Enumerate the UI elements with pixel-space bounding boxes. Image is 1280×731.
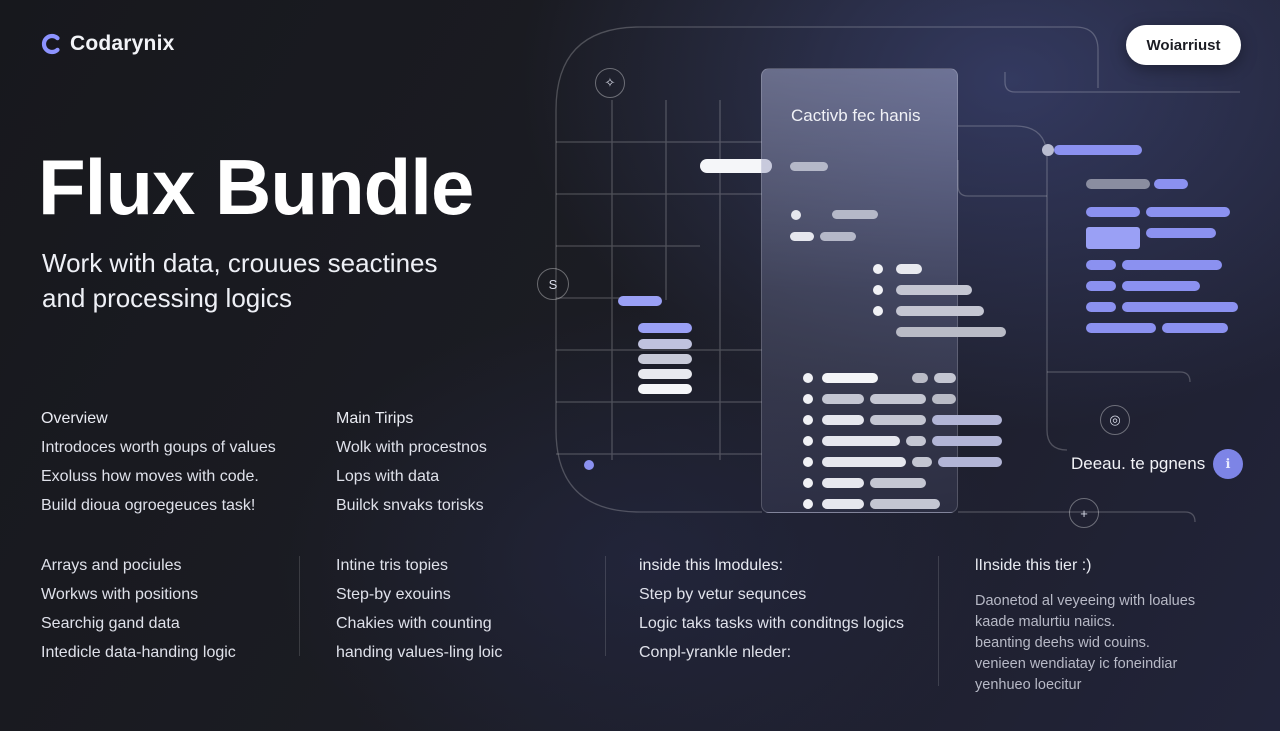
topics-column-2: Intine tris topies Step-by exouins Chaki… bbox=[336, 551, 502, 667]
list-item: Logic taks tasks with conditngs logics bbox=[639, 615, 905, 632]
sparkle-icon: ✧ bbox=[595, 68, 625, 98]
code-bar bbox=[638, 323, 692, 333]
list-item: Builck snvaks torisks bbox=[336, 497, 484, 514]
list-item: Conpl-yrankle nleder: bbox=[639, 644, 792, 661]
list-item: venieen wendiatay ic foneindiar bbox=[975, 656, 1178, 672]
plus-icon: + bbox=[1069, 498, 1099, 528]
list-item: handing values-ling loic bbox=[336, 644, 503, 661]
list-item: Wolk with procestnos bbox=[336, 439, 487, 456]
column-heading: lInside this tier :) bbox=[975, 557, 1092, 574]
list-item: Step by vetur sequnces bbox=[639, 586, 807, 603]
code-bar bbox=[1146, 228, 1216, 238]
header-cta-button[interactable]: Woiarriust bbox=[1126, 25, 1241, 65]
info-badge[interactable]: ℹ bbox=[1213, 449, 1243, 479]
s-icon: S bbox=[537, 268, 569, 300]
overview-section: Overview Introdoces worth goups of value… bbox=[41, 404, 276, 520]
code-bar bbox=[1086, 179, 1150, 189]
list-item: Arrays and pociules bbox=[41, 557, 182, 574]
subtitle-line: and processing logics bbox=[42, 283, 293, 313]
connector-panel bbox=[957, 160, 1047, 197]
list-item: Exoluss how moves with code. bbox=[41, 468, 259, 485]
brand-name: Codarynix bbox=[70, 32, 175, 55]
list-item: Build dioua ogroegeuces task! bbox=[41, 497, 256, 514]
topics-column-4: Daonetod al veyeeing with loalues kaade … bbox=[975, 591, 1195, 696]
list-item: Workws with positions bbox=[41, 586, 199, 603]
c-logo-icon bbox=[41, 33, 60, 55]
topics-column-1: Arrays and pociules Workws with position… bbox=[41, 551, 236, 667]
code-bar bbox=[1122, 281, 1200, 291]
code-bar bbox=[1086, 302, 1116, 312]
code-bar bbox=[638, 384, 692, 394]
accent-dot bbox=[1042, 144, 1054, 156]
code-bar bbox=[1154, 179, 1188, 189]
code-bar bbox=[1054, 145, 1142, 155]
list-item: Introdoces worth goups of values bbox=[41, 439, 276, 456]
main-tips-section: Main Tirips Wolk with procestnos Lops wi… bbox=[336, 404, 487, 520]
accent-dot bbox=[584, 460, 594, 470]
overview-heading: Overview bbox=[41, 410, 108, 427]
list-item: kaade malurtiu naiics. bbox=[975, 614, 1116, 630]
code-bar bbox=[1086, 260, 1116, 270]
list-item: Lops with data bbox=[336, 468, 440, 485]
code-bar bbox=[638, 369, 692, 379]
brand-logo[interactable]: Codarynix bbox=[40, 32, 175, 56]
code-bar bbox=[618, 296, 662, 306]
list-item: Intine tris topies bbox=[336, 557, 449, 574]
code-panel bbox=[761, 68, 958, 513]
connector-low bbox=[1047, 371, 1191, 383]
code-bar bbox=[638, 339, 692, 349]
column-divider bbox=[605, 556, 606, 656]
list-item: beanting deehs wid couins. bbox=[975, 635, 1150, 651]
code-bar bbox=[638, 354, 692, 364]
code-bar bbox=[1162, 323, 1228, 333]
connector-mid bbox=[958, 125, 1068, 451]
list-item: Intedicle data-handing logic bbox=[41, 644, 236, 661]
list-item: Chakies with counting bbox=[336, 615, 492, 632]
subtitle-line: Work with data, crouues seactines bbox=[42, 248, 438, 278]
list-item: yenhueo loecitur bbox=[975, 677, 1082, 693]
grid-lines bbox=[556, 100, 762, 460]
list-item: Daonetod al veyeeing with loalues bbox=[975, 593, 1196, 609]
code-bar bbox=[1086, 323, 1156, 333]
list-item: Step-by exouins bbox=[336, 586, 451, 603]
topics-column-4-heading: lInside this tier :) bbox=[975, 551, 1091, 580]
column-heading: inside this lmodules: bbox=[639, 557, 784, 574]
page-title: Flux Bundle bbox=[38, 143, 474, 231]
column-divider bbox=[938, 556, 939, 686]
panel-title: Cactivb fec hanis bbox=[791, 106, 921, 125]
code-bar bbox=[1086, 207, 1140, 217]
target-icon: ◎ bbox=[1100, 405, 1130, 435]
page-subtitle: Work with data, crouues seactines and pr… bbox=[42, 246, 502, 316]
column-divider bbox=[299, 556, 300, 656]
code-bar bbox=[1086, 281, 1116, 291]
code-bar bbox=[1146, 207, 1230, 217]
side-label: Deeau. te pgnens bbox=[1071, 454, 1206, 473]
list-item: Searchig gand data bbox=[41, 615, 180, 632]
topics-column-3: inside this lmodules: Step by vetur sequ… bbox=[639, 551, 904, 667]
main-tips-heading: Main Tirips bbox=[336, 410, 414, 427]
code-bar bbox=[1086, 227, 1140, 249]
code-bar bbox=[1122, 302, 1238, 312]
connector-top bbox=[1004, 72, 1240, 93]
code-bar bbox=[1122, 260, 1222, 270]
